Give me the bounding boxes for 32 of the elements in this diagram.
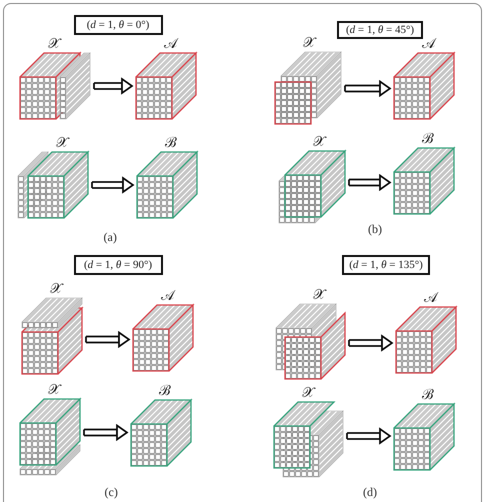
panel-caption: (d) [363,484,377,500]
tensor-label: ℬ [422,387,434,403]
hollow-arrow [344,80,391,96]
tensor-label: 𝒜 [161,288,174,304]
tensor-label: 𝒳 [56,135,68,151]
tensor-label: 𝒜 [164,36,177,52]
tensor-label: 𝒳 [48,36,60,52]
parameter-box: (d = 1, θ = 45°) [337,21,423,39]
tensor-label: ℬ [165,135,177,151]
panel-caption: (a) [104,230,117,244]
panel-caption: (c) [104,484,118,500]
parameter-box: (d = 1, θ = 0°) [74,15,162,35]
tensor-label: 𝒜 [422,36,435,52]
tensor-label: ℬ [422,131,434,147]
tensor-label: ℬ [159,383,171,399]
tensor-label: 𝒳 [302,385,314,401]
tensor-label: 𝒳 [303,35,315,51]
hollow-arrow [83,424,128,440]
tensor-label: 𝒳 [50,281,62,297]
hollow-arrow [85,332,130,348]
panel-caption: (b) [368,222,382,236]
hollow-arrow [93,78,133,94]
tensor-label: 𝒳 [313,134,325,150]
tensor-label: 𝒳 [313,287,325,303]
hollow-arrow [348,174,391,190]
hollow-arrow [91,177,134,193]
parameter-box: (d = 1, θ = 90°) [74,255,162,275]
hollow-arrow [348,335,393,351]
hollow-arrow [346,428,391,444]
parameter-box: (d = 1, θ = 135°) [342,255,430,275]
tensor-label: 𝒳 [48,382,60,398]
tensor-label: 𝒜 [424,290,437,306]
